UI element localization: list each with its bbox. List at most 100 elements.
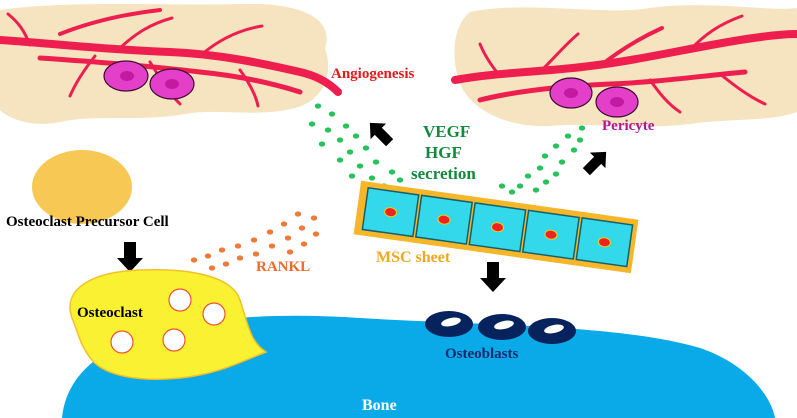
osteoclast-label: Osteoclast [77, 305, 143, 321]
msc-nucleus [437, 214, 451, 225]
rankl-dot [298, 225, 306, 231]
vessel-branch [538, 32, 580, 74]
blood-vessels-right [451, 14, 797, 114]
secretion-dot [578, 125, 586, 131]
vessel-branch [478, 42, 502, 78]
secretion-dot [576, 137, 584, 143]
rankl-dot [310, 215, 318, 221]
factor-secretion-label: secretion [411, 164, 476, 183]
blood-vessels-left [0, 8, 342, 108]
rankl-dot [234, 243, 242, 249]
secretion-dot [314, 103, 322, 109]
secretion-dot [516, 183, 524, 189]
secretion-dot [352, 133, 360, 139]
vessel-branch [648, 78, 682, 114]
secretion-dot [570, 147, 578, 153]
secretion-dot [396, 177, 404, 183]
pericytes-left [103, 60, 195, 100]
secretion-dot [348, 173, 356, 179]
rankl-dot [312, 231, 320, 237]
bone-label: Bone [362, 397, 397, 414]
rankl-dot [250, 237, 258, 243]
pericyte-label: Pericyte [602, 118, 655, 134]
secretion-dot [552, 143, 560, 149]
rankl-dot [204, 253, 212, 259]
secretion-dot [356, 163, 364, 169]
secretion-dot [318, 141, 326, 147]
msc-sheet-label: MSC sheet [376, 249, 451, 266]
secretion-dot [342, 123, 350, 129]
secretion-dot [368, 175, 376, 181]
secretion-dot [542, 179, 550, 185]
secretion-dot [372, 159, 380, 165]
pericytes-right [549, 77, 639, 118]
arrow-up-right-icon [582, 151, 607, 176]
secretion-dots-right [498, 125, 586, 195]
secretion-dot [498, 183, 506, 189]
secretion-dots-left [308, 103, 404, 189]
precursor-label: Osteoclast Precursor Cell [6, 214, 169, 230]
pericyte-nucleus [564, 88, 578, 98]
osteoclast-nucleus [162, 328, 186, 352]
arrows [117, 122, 607, 292]
secretion-dot [564, 133, 572, 139]
msc-sheet [353, 180, 639, 274]
msc-nucleus [384, 207, 398, 218]
osteoclast-precursor-cell [32, 150, 132, 224]
vessel-branch [598, 26, 664, 68]
osteoblast-nucleus [544, 324, 564, 334]
msc-nucleus [544, 229, 558, 240]
vessel-branch [0, 36, 342, 96]
osteoclast-nucleus [202, 302, 226, 326]
tissue-right [454, 5, 797, 127]
pericyte-nucleus [165, 79, 179, 89]
vessel-branch [718, 72, 767, 106]
secretion-dot [336, 157, 344, 163]
rankl-dot [294, 211, 302, 217]
vessel-branch [6, 12, 32, 47]
osteoblast-nucleus [441, 317, 461, 327]
vessel-branch [238, 68, 260, 108]
osteoclast-nucleus [110, 330, 134, 354]
osteoblasts-label: Osteoblasts [445, 346, 519, 362]
secretion-dot [524, 173, 532, 179]
secretion-dot [552, 171, 560, 177]
rankl-dot [218, 247, 226, 253]
factor-hgf-label: HGF [425, 143, 462, 162]
arrow-down-icon [480, 262, 506, 292]
arrow-up-left-icon [369, 122, 394, 147]
rankl-dot [268, 243, 276, 249]
secretion-dot [324, 127, 332, 133]
secretion-dot [541, 153, 549, 159]
secretion-dot [308, 121, 316, 127]
osteoclast-cell [69, 268, 268, 380]
rankl-dot [236, 255, 244, 261]
msc-cells [361, 186, 634, 268]
rankl-label: RANKL [256, 259, 310, 275]
pericyte-nucleus [120, 71, 134, 81]
vessel-branch [58, 8, 162, 36]
rankl-dot [222, 261, 230, 267]
secretion-dot [388, 169, 396, 175]
vessel-branch [477, 69, 748, 103]
vessel-branch [198, 24, 264, 58]
rankl-dot [266, 229, 274, 235]
secretion-dot [346, 149, 354, 155]
secretion-dot [558, 159, 566, 165]
vessel-branch [688, 14, 744, 52]
rankl-dot [190, 257, 198, 263]
angiogenesis-label: Angiogenesis [331, 66, 415, 82]
msc-nucleus [597, 237, 611, 248]
rankl-dot [286, 249, 294, 255]
rankl-dot [284, 235, 292, 241]
secretion-dot [508, 189, 516, 195]
rankl-dot [300, 241, 308, 247]
osteoblasts [425, 311, 576, 344]
arrow-down-icon [117, 242, 143, 272]
vessel-branch [37, 55, 303, 95]
factor-vegf-label: VEGF [423, 122, 470, 141]
rankl-dot [252, 251, 260, 257]
msc-nucleus [491, 222, 504, 233]
